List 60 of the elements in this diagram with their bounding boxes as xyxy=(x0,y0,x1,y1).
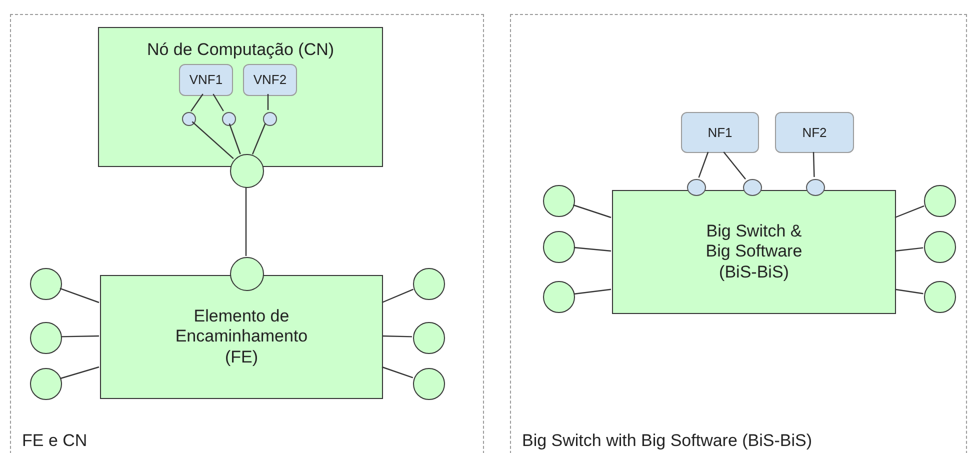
interface-circle xyxy=(413,368,445,400)
node-box xyxy=(100,275,383,399)
port-circle xyxy=(182,112,196,126)
connector-line xyxy=(382,288,414,304)
interface-circle xyxy=(413,268,445,300)
port-circle xyxy=(222,112,236,126)
interface-circle xyxy=(230,257,264,291)
connector-line xyxy=(574,246,612,252)
connector-line xyxy=(228,123,241,154)
box-label: Big Switch & Big Software (BiS-BiS) xyxy=(704,221,804,283)
connector-line xyxy=(894,205,924,218)
function-label: VNF1 xyxy=(188,72,224,88)
panel-label: Big Switch with Big Software (BiS-BiS) xyxy=(522,431,812,452)
interface-circle xyxy=(924,281,956,313)
node-box xyxy=(98,27,383,167)
connector-line xyxy=(212,94,224,112)
interface-circle xyxy=(924,231,956,263)
function-box xyxy=(775,112,854,153)
connector-line xyxy=(894,288,924,294)
box-title: Nó de Computação (CN) xyxy=(146,40,336,60)
port-circle xyxy=(687,179,706,196)
panel-frame xyxy=(10,14,484,453)
function-label: VNF2 xyxy=(252,72,288,88)
port-circle xyxy=(263,112,277,126)
connector-line xyxy=(192,121,234,160)
node-box xyxy=(612,190,896,314)
connector-line xyxy=(812,152,815,178)
connector-line xyxy=(60,335,100,338)
interface-circle xyxy=(413,322,445,354)
connector-line xyxy=(574,288,612,295)
panel-frame xyxy=(510,14,967,453)
interface-circle xyxy=(230,154,264,188)
panel-label: FE e CN xyxy=(22,431,88,452)
connector-line xyxy=(894,247,924,252)
connector-line xyxy=(698,152,709,178)
interface-circle xyxy=(543,231,575,263)
interface-circle xyxy=(30,368,62,400)
function-box xyxy=(179,64,233,96)
connector-line xyxy=(190,94,204,112)
function-box xyxy=(243,64,297,96)
connector-line xyxy=(723,152,746,180)
connector-line xyxy=(252,123,266,155)
port-circle xyxy=(806,179,825,196)
connector-line xyxy=(60,288,100,304)
interface-circle xyxy=(543,281,575,313)
interface-circle xyxy=(30,322,62,354)
interface-circle xyxy=(543,185,575,217)
function-label: NF2 xyxy=(801,124,828,140)
function-box xyxy=(681,112,759,153)
function-label: NF1 xyxy=(706,124,734,140)
interface-circle xyxy=(30,268,62,300)
box-label: Elemento de Encaminhamento (FE) xyxy=(174,306,309,368)
connector-line xyxy=(382,335,412,338)
connector-line xyxy=(573,204,612,218)
connector-line xyxy=(60,366,100,380)
connector-line xyxy=(267,94,269,110)
interface-circle xyxy=(924,185,956,217)
port-circle xyxy=(743,179,762,196)
connector-line xyxy=(382,366,414,378)
connector-line xyxy=(245,187,247,256)
